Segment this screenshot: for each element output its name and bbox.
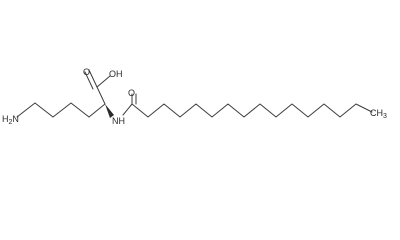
bond-n-c6: [16, 102, 36, 118]
bond-c6-c5: [34, 102, 54, 118]
fatty-acyl-chain: [131, 103, 373, 118]
amide-and-chain: [122, 93, 373, 118]
structure-diagram: H2N O OH NH O CH3: [2, 67, 387, 126]
lysine-side-chain: [16, 102, 106, 118]
stereo-wedge: [105, 104, 114, 118]
bond-carbonyl-c-o-second: [84, 71, 94, 90]
bond-c-oh: [96, 75, 111, 88]
bond-c3-calpha: [88, 103, 106, 118]
bond-carbonyl-c-o: [88, 69, 98, 88]
bond-calpha-ccooh: [96, 86, 106, 105]
amine-label: H2N: [2, 114, 19, 126]
bond-nh-camide: [122, 103, 133, 116]
carboxyl-oxygen-label: O: [83, 67, 90, 77]
terminal-methyl-label: CH3: [370, 108, 387, 120]
hydroxyl-label: OH: [109, 69, 123, 79]
amide-oxygen-label: O: [128, 88, 135, 98]
bond-c4-c3: [70, 102, 90, 118]
amide-nh-label: NH: [112, 116, 125, 126]
alpha-carbon-group: [84, 69, 114, 118]
bond-c5-c4: [52, 102, 72, 118]
